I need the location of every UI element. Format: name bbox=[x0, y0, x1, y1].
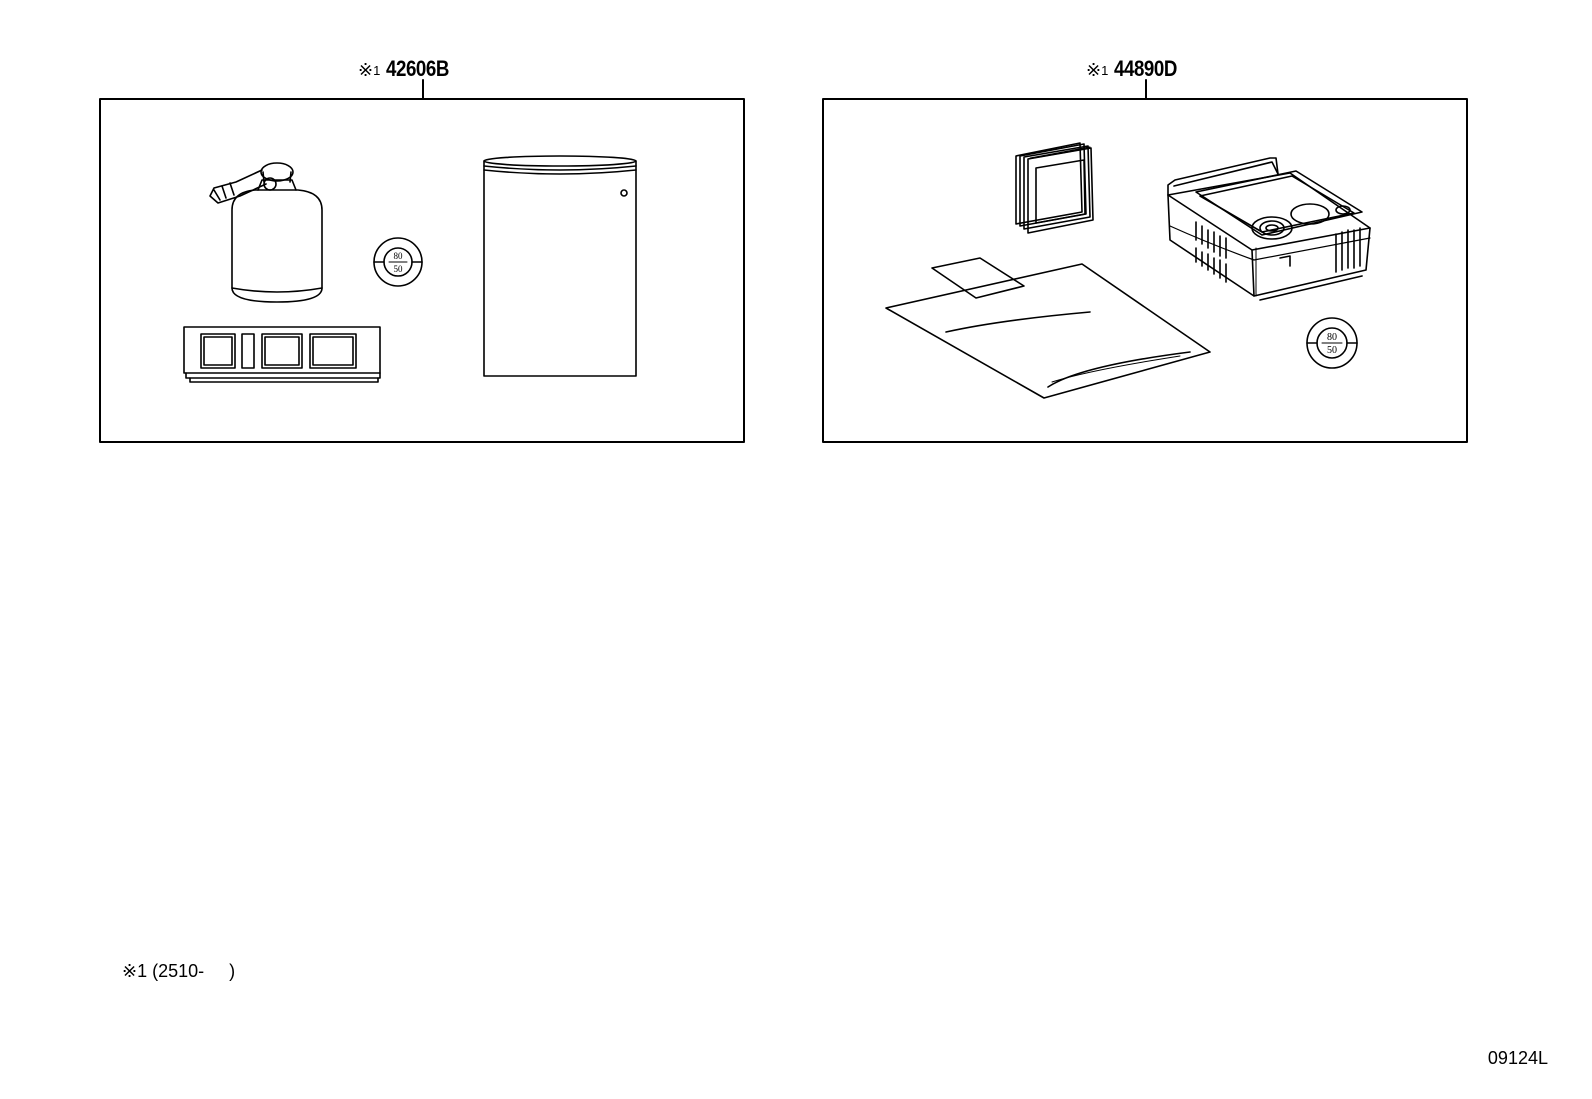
right-kit-part-number[interactable]: 44890D bbox=[1114, 56, 1178, 81]
left-kit-marker-index: 1 bbox=[373, 63, 381, 78]
sticker-sheet-icon bbox=[183, 326, 381, 383]
left-kit-marker: ※ bbox=[358, 60, 374, 80]
left-sticker-top-value: 80 bbox=[394, 251, 404, 261]
left-kit-box bbox=[99, 98, 745, 443]
air-compressor-icon bbox=[1167, 157, 1371, 301]
right-kit-callout: ※ 1 44890D bbox=[1086, 56, 1188, 82]
storage-bag-icon bbox=[483, 155, 637, 377]
instruction-booklet-icon bbox=[1015, 142, 1094, 234]
left-sticker-bottom-value: 50 bbox=[394, 264, 404, 274]
left-speed-sticker-icon: 80 50 bbox=[373, 237, 423, 287]
applicability-footnote: ※1 (2510- ) bbox=[122, 961, 236, 981]
repair-pouch-icon bbox=[885, 257, 1211, 399]
left-kit-part-number[interactable]: 42606B bbox=[386, 56, 450, 81]
right-kit-marker: ※ bbox=[1086, 60, 1102, 80]
left-kit-callout: ※ 1 42606B bbox=[358, 56, 460, 82]
figure-code: 09124L bbox=[1487, 1048, 1548, 1068]
right-sticker-top-value: 80 bbox=[1327, 332, 1337, 343]
right-speed-sticker-icon: 80 50 bbox=[1306, 317, 1358, 369]
right-kit-box bbox=[822, 98, 1468, 443]
right-kit-marker-index: 1 bbox=[1101, 63, 1109, 78]
right-sticker-bottom-value: 50 bbox=[1327, 345, 1337, 356]
sealant-bottle-icon bbox=[209, 162, 323, 303]
